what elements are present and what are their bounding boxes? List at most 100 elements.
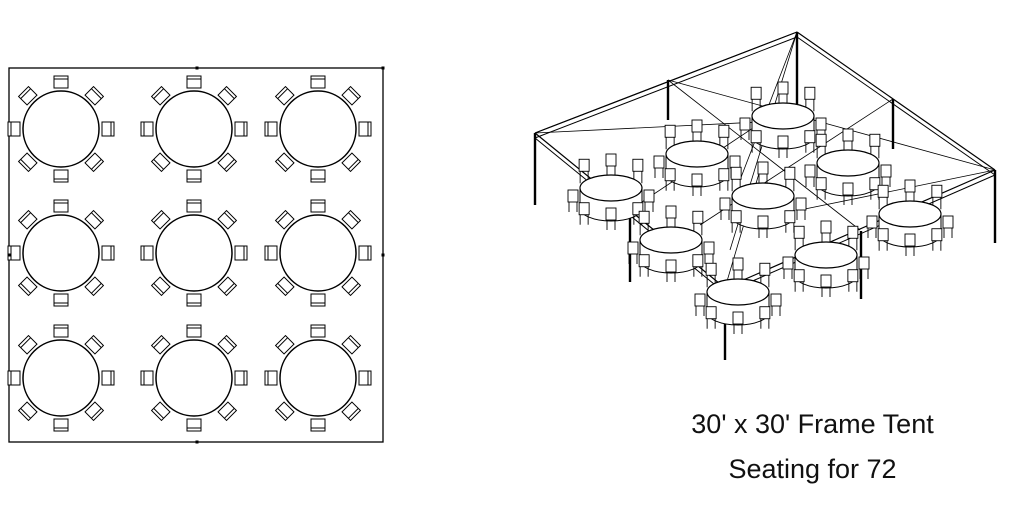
round-table: [751, 102, 815, 130]
round-table: [155, 90, 233, 168]
perspective-tables: [567, 81, 954, 334]
chair-icon: [804, 164, 816, 187]
cable: [667, 79, 996, 171]
chair-icon: [150, 85, 171, 106]
chair-icon: [186, 324, 202, 338]
chair-icon: [17, 152, 38, 173]
chair-icon: [777, 135, 789, 158]
chair-icon: [150, 152, 171, 173]
chair-icon: [880, 164, 892, 187]
chair-icon: [815, 177, 827, 200]
chair-icon: [931, 184, 943, 210]
chair-icon: [691, 173, 703, 196]
chair-icon: [186, 199, 202, 213]
caption-seating: Seating for 72: [728, 454, 897, 484]
chair-icon: [217, 85, 238, 106]
pole-marker: [381, 253, 385, 257]
round-table: [279, 214, 357, 292]
chair-icon: [17, 276, 38, 297]
round-table: [639, 226, 703, 254]
chair-icon: [638, 210, 650, 236]
chair-icon: [638, 254, 650, 277]
chair-icon: [784, 210, 796, 233]
chair-icon: [310, 293, 326, 307]
chair-icon: [757, 215, 769, 238]
table-setting: [567, 153, 655, 230]
chair-icon: [578, 202, 590, 225]
table-setting: [694, 257, 782, 334]
chair-icon: [84, 401, 105, 422]
chair-icon: [17, 85, 38, 106]
chair-icon: [703, 241, 715, 264]
chair-icon: [942, 215, 954, 238]
chair-icon: [732, 311, 744, 334]
chair-icon: [759, 306, 771, 329]
chair-icon: [7, 370, 21, 386]
round-table: [22, 90, 100, 168]
round-table: [794, 241, 858, 269]
chair-icon: [858, 256, 870, 279]
table-setting: [719, 161, 807, 238]
chair-icon: [101, 245, 115, 261]
chair-icon: [150, 209, 171, 230]
table-setting: [627, 205, 715, 282]
roof-edge: [534, 36, 798, 139]
chair-icon: [53, 418, 69, 432]
table-setting: [782, 220, 870, 297]
chair-icon: [847, 269, 859, 292]
cable: [534, 31, 798, 134]
round-table: [279, 339, 357, 417]
table-setting: [140, 199, 248, 307]
chair-icon: [904, 233, 916, 256]
chair-icon: [264, 121, 278, 137]
chair-icon: [264, 245, 278, 261]
roof-edge: [796, 36, 996, 176]
chair-icon: [150, 334, 171, 355]
chair-icon: [53, 324, 69, 338]
chair-icon: [217, 276, 238, 297]
chair-icon: [842, 182, 854, 205]
chair-icon: [931, 228, 943, 251]
chair-icon: [795, 197, 807, 220]
chair-icon: [17, 209, 38, 230]
chair-icon: [186, 293, 202, 307]
chair-icon: [719, 197, 731, 220]
roof-edge: [796, 31, 996, 171]
table-setting: [264, 199, 372, 307]
chair-icon: [705, 306, 717, 329]
chair-icon: [820, 274, 832, 297]
chair-icon: [274, 401, 295, 422]
chair-icon: [877, 228, 889, 251]
chair-icon: [718, 168, 730, 191]
chair-icon: [84, 334, 105, 355]
chair-icon: [793, 225, 805, 251]
chair-icon: [53, 169, 69, 183]
pole-marker: [195, 440, 199, 444]
table-setting: [653, 119, 741, 196]
chair-icon: [643, 189, 655, 212]
chair-icon: [274, 209, 295, 230]
chair-icon: [234, 121, 248, 137]
chair-icon: [341, 209, 362, 230]
round-table: [155, 214, 233, 292]
chair-icon: [804, 130, 816, 153]
chair-icon: [770, 293, 782, 316]
chair-icon: [217, 401, 238, 422]
round-table: [155, 339, 233, 417]
chair-icon: [101, 370, 115, 386]
chair-icon: [264, 370, 278, 386]
table-setting: [7, 199, 115, 307]
chair-icon: [274, 85, 295, 106]
chair-icon: [140, 245, 154, 261]
chair-icon: [665, 259, 677, 282]
chair-icon: [653, 155, 665, 178]
chair-icon: [84, 209, 105, 230]
round-table: [816, 149, 880, 177]
round-table: [579, 174, 643, 202]
cable: [799, 169, 996, 211]
table-setting: [7, 324, 115, 432]
table-setting: [140, 75, 248, 183]
chair-icon: [274, 334, 295, 355]
table-setting: [264, 75, 372, 183]
